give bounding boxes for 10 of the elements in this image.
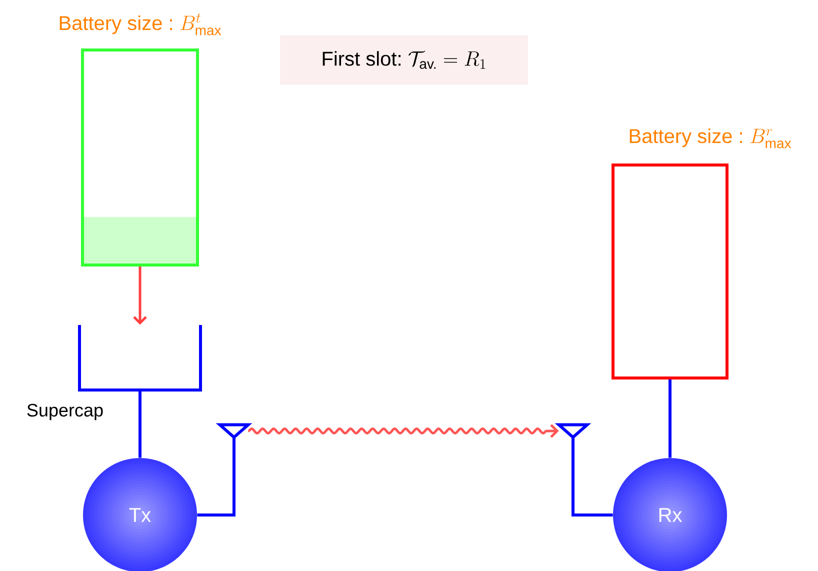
battery-label: Battery size : $B^{t}_{\max}$ — [60, 13, 222, 36]
battery-label: Battery size : $B^{r}_{\max}$ — [630, 128, 792, 148]
wave-arrow — [248, 424, 559, 438]
arrow — [133, 266, 147, 325]
supercap-label: Supercap — [27, 404, 103, 420]
wire — [668, 380, 672, 458]
wire — [138, 390, 142, 458]
wire — [572, 437, 613, 516]
slot-note: First slot: $\mathcal{T}_{\text{av.}} = R_1$ — [280, 36, 528, 84]
wire — [197, 437, 236, 516]
